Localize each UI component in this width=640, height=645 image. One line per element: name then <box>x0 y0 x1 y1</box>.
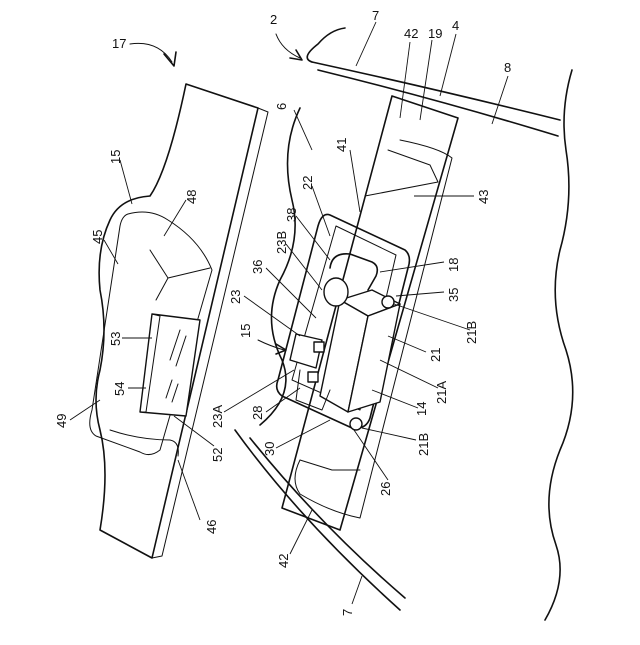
leader-35 <box>396 292 444 296</box>
label-48: 48 <box>184 190 199 204</box>
label-7-bottom: 7 <box>340 609 355 616</box>
leader-28 <box>266 388 300 412</box>
label-21B-upper: 21B <box>464 321 479 344</box>
label-2: 2 <box>270 12 277 27</box>
label-14: 14 <box>414 402 429 416</box>
label-22: 22 <box>300 176 315 190</box>
label-21B-lower: 21B <box>416 433 431 456</box>
leader-21B-a <box>394 304 470 330</box>
leader-41 <box>350 150 360 212</box>
clip-knob <box>324 278 348 306</box>
leader-4 <box>440 34 456 96</box>
connector-pin-2 <box>308 372 318 382</box>
leader-23B <box>286 244 322 290</box>
connector-pin-1 <box>314 342 324 352</box>
panel-left-break <box>307 28 345 62</box>
leader-42a <box>400 42 410 118</box>
label-23: 23 <box>228 290 243 304</box>
leader-21B-b <box>362 428 416 440</box>
fastener-top <box>382 296 394 308</box>
leader-7a <box>356 22 376 66</box>
leader-49 <box>70 400 100 420</box>
lens-window <box>140 314 200 416</box>
bezel-floor-line-2 <box>300 460 360 470</box>
label-49: 49 <box>54 414 69 428</box>
label-6: 6 <box>274 103 289 110</box>
cover-panel <box>90 34 302 558</box>
label-26: 26 <box>378 482 393 496</box>
label-38: 38 <box>284 208 299 222</box>
leader-15a <box>120 160 132 204</box>
label-15-cover: 15 <box>108 150 123 164</box>
arrow-17 <box>130 43 172 62</box>
label-19: 19 <box>428 26 442 41</box>
fastener-bottom <box>350 418 362 430</box>
leader-30 <box>276 420 330 448</box>
label-8: 8 <box>504 60 511 75</box>
label-45: 45 <box>90 230 105 244</box>
label-41: 41 <box>334 138 349 152</box>
leader-22 <box>312 186 330 236</box>
label-18: 18 <box>446 258 461 272</box>
leader-8 <box>492 76 508 124</box>
leader-lines <box>70 22 508 604</box>
label-23B: 23B <box>274 231 289 254</box>
label-23A: 23A <box>210 405 225 428</box>
panel-left-wave <box>260 108 300 425</box>
header-inner-edge <box>318 70 558 136</box>
headliner-panel <box>235 28 573 620</box>
pad-facet-2 <box>156 278 168 300</box>
arrow-15-right <box>258 340 284 350</box>
label-15-module: 15 <box>238 324 253 338</box>
label-30: 30 <box>262 442 277 456</box>
reference-labels: 17 2 7 42 19 4 8 6 41 43 15 48 45 22 38 … <box>54 8 511 616</box>
label-7-top: 7 <box>372 8 379 23</box>
leader-7b <box>352 576 362 604</box>
label-28: 28 <box>250 406 265 420</box>
label-17: 17 <box>112 36 126 51</box>
label-21A: 21A <box>434 381 449 404</box>
leader-18 <box>380 262 444 272</box>
label-43: 43 <box>476 190 491 204</box>
label-46: 46 <box>204 520 219 534</box>
label-4: 4 <box>452 18 459 33</box>
label-42-top: 42 <box>404 26 418 41</box>
recess-46 <box>110 430 178 456</box>
leader-36 <box>266 268 316 318</box>
leader-6 <box>294 110 312 150</box>
panel-right-break <box>545 70 573 620</box>
leader-42b <box>290 510 312 554</box>
leader-46 <box>178 460 200 520</box>
arrow-2-head <box>290 50 302 60</box>
label-52: 52 <box>210 448 225 462</box>
pad-facet-1 <box>150 250 210 278</box>
label-42-bottom: 42 <box>276 554 291 568</box>
label-53: 53 <box>108 332 123 346</box>
leader-21A <box>380 360 438 388</box>
arrow-2 <box>276 34 300 58</box>
label-21: 21 <box>428 348 443 362</box>
panel-bottom-edge-inner <box>250 438 405 598</box>
leader-26 <box>354 430 388 480</box>
label-36: 36 <box>250 260 265 274</box>
label-54: 54 <box>112 382 127 396</box>
label-35: 35 <box>446 288 461 302</box>
